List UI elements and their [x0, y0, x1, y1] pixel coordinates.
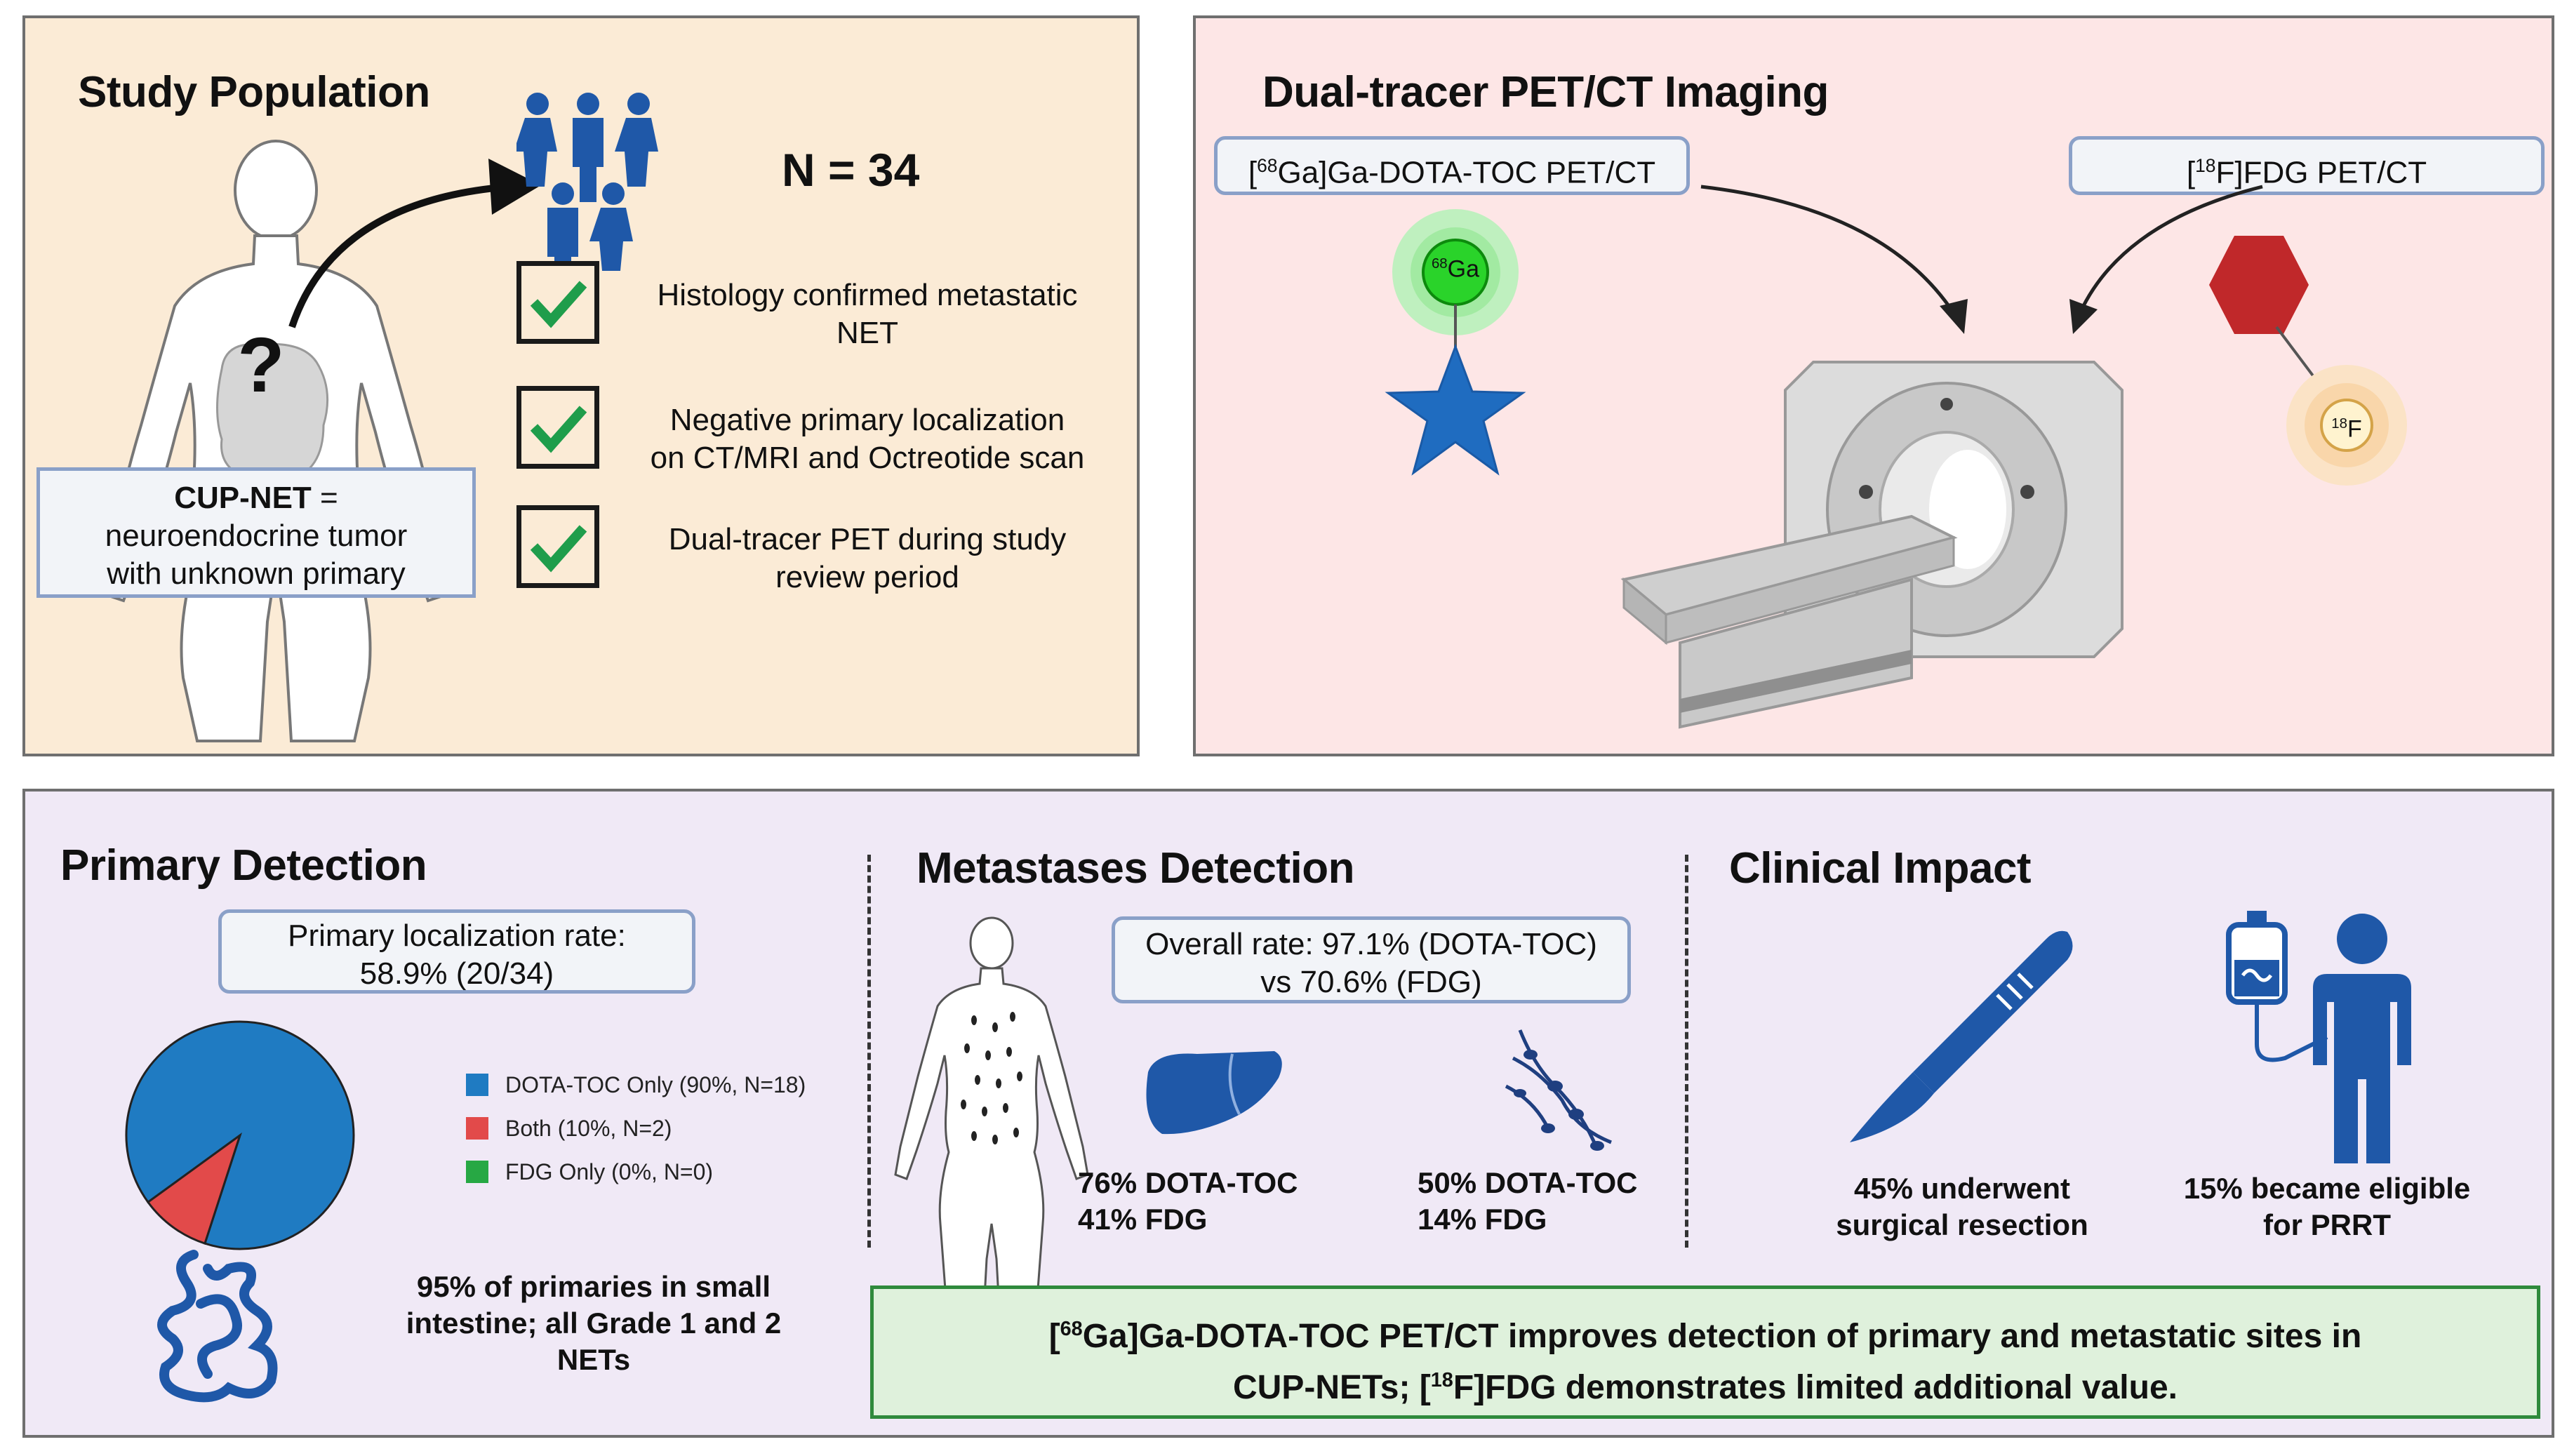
- ga-symbol: Ga: [1447, 255, 1480, 283]
- cupnet-definition-box: CUP-NET = neuroendocrine tumor with unkn…: [36, 467, 476, 598]
- tracer-fdg-label: F]FDG PET/CT: [2215, 155, 2427, 190]
- legend-label: Both (10%, N=2): [505, 1116, 672, 1141]
- intestine-note: 95% of primaries in small intestine; all…: [376, 1269, 811, 1378]
- imaging-title: Dual-tracer PET/CT Imaging: [1262, 68, 1829, 116]
- fdg-molecule-icon: [2209, 236, 2407, 486]
- conclusion-line1: [68Ga]Ga-DOTA-TOC PET/CT improves detect…: [874, 1307, 2537, 1358]
- lymph-nodes-icon: [1505, 1029, 1612, 1151]
- note-line: NETs: [556, 1343, 631, 1376]
- scalpel-icon: [1850, 930, 2073, 1142]
- bracket: [: [1248, 155, 1258, 190]
- criterion-line: Negative primary localization: [669, 403, 1065, 437]
- check-icon: [516, 386, 599, 469]
- tracer-ga-label: Ga]Ga-DOTA-TOC PET/CT: [1277, 155, 1656, 190]
- patient-group-icon: [516, 93, 658, 271]
- ga-dotatoc-molecule-icon: [1385, 209, 1526, 476]
- primary-detection-title: Primary Detection: [60, 841, 427, 890]
- isotope-mass: 68: [1431, 256, 1448, 272]
- prrt-stat: 15% became eligible for PRRT: [2166, 1170, 2488, 1243]
- isotope-mass: 18: [1430, 1369, 1453, 1391]
- study-population-panel: Study Population ? N = 34: [22, 15, 1140, 756]
- liver-dotatoc: 76% DOTA-TOC: [1078, 1166, 1298, 1199]
- clinical-impact-title: Clinical Impact: [1729, 844, 2032, 893]
- criterion-line: on CT/MRI and Octreotide scan: [650, 441, 1085, 475]
- isotope-mass: 18: [2331, 416, 2347, 432]
- criterion-negative-localization: Negative primary localization on CT/MRI …: [629, 401, 1106, 477]
- primary-rate-value: 58.9% (20/34): [359, 956, 554, 991]
- note-line: 95% of primaries in small: [416, 1270, 771, 1303]
- isotope-mass: 18: [2195, 155, 2216, 176]
- primary-rate-label: Primary localization rate:: [288, 919, 626, 953]
- liver-stats: 76% DOTA-TOC 41% FDG: [1078, 1165, 1345, 1238]
- imaging-panel: Dual-tracer PET/CT Imaging [68Ga]Ga-DOTA…: [1193, 15, 2554, 756]
- isotope-mass: 68: [1257, 155, 1278, 176]
- criterion-histology: Histology confirmed metastatic NET: [629, 276, 1106, 352]
- legend-swatch: [466, 1161, 488, 1183]
- liver-icon: [1146, 1051, 1282, 1135]
- surgery-stat: 45% underwent surgical resection: [1801, 1170, 2123, 1243]
- legend-label: FDG Only (0%, N=0): [505, 1159, 714, 1184]
- prrt-line: for PRRT: [2263, 1208, 2391, 1241]
- criterion-dual-tracer: Dual-tracer PET during study review peri…: [629, 521, 1106, 596]
- question-mark: ?: [237, 322, 285, 408]
- cupnet-term: CUP-NET: [174, 481, 312, 515]
- section-divider: [1685, 855, 1688, 1248]
- bracket: [: [1048, 1318, 1060, 1355]
- isotope-mass: 68: [1060, 1318, 1083, 1340]
- legend-label: DOTA-TOC Only (90%, N=18): [505, 1072, 806, 1097]
- conclusion-text: CUP-NETs; [: [1233, 1369, 1431, 1406]
- primary-detection-pie-chart: [125, 1020, 355, 1250]
- study-population-title: Study Population: [78, 68, 430, 116]
- pet-ct-scanner-icon: [1620, 361, 2123, 729]
- lymph-stats: 50% DOTA-TOC 14% FDG: [1418, 1165, 1684, 1238]
- metastases-rate-box: Overall rate: 97.1% (DOTA-TOC) vs 70.6% …: [1112, 916, 1631, 1003]
- cupnet-eq: =: [311, 481, 338, 515]
- small-intestine-icon: [157, 1250, 278, 1403]
- prrt-line: 15% became eligible: [2183, 1172, 2471, 1205]
- liver-fdg: 41% FDG: [1078, 1203, 1208, 1236]
- surgery-line: 45% underwent: [1853, 1172, 2071, 1205]
- note-line: intestine; all Grade 1 and 2: [406, 1307, 782, 1340]
- ga-badge-label: 68Ga: [1417, 250, 1494, 283]
- prrt-patient-iv-icon: [2226, 911, 2411, 1163]
- converging-arrows-icon: [1700, 185, 2263, 334]
- criterion-line: Dual-tracer PET during study: [668, 522, 1067, 556]
- cupnet-line2: neuroendocrine tumor: [105, 519, 408, 553]
- metastases-rate-line: vs 70.6% (FDG): [1260, 965, 1482, 999]
- criterion-line: Histology confirmed metastatic: [657, 278, 1078, 312]
- cupnet-line3: with unknown primary: [107, 556, 406, 591]
- legend-swatch: [466, 1117, 488, 1140]
- lymph-dotatoc: 50% DOTA-TOC: [1418, 1166, 1638, 1199]
- results-panel: Primary Detection Primary localization r…: [22, 789, 2554, 1438]
- primary-rate-box: Primary localization rate: 58.9% (20/34): [218, 909, 695, 994]
- conclusion-text: Ga]Ga-DOTA-TOC PET/CT improves detection…: [1082, 1318, 2362, 1355]
- lymph-fdg: 14% FDG: [1418, 1203, 1547, 1236]
- bracket: [: [2186, 155, 2196, 190]
- conclusion-text: F]FDG demonstrates limited additional va…: [1453, 1369, 2178, 1406]
- cupnet-line1: CUP-NET =: [40, 479, 472, 517]
- f-symbol: F: [2347, 415, 2362, 443]
- metastases-detection-title: Metastases Detection: [916, 844, 1355, 893]
- n-count: N = 34: [782, 144, 920, 196]
- section-divider: [867, 855, 871, 1248]
- legend-swatch: [466, 1074, 488, 1096]
- check-icon: [516, 261, 599, 344]
- criterion-line: review period: [775, 560, 959, 594]
- curved-arrow-icon: [288, 159, 541, 328]
- surgery-line: surgical resection: [1836, 1208, 2088, 1241]
- tracer-fdg-box: [18F]FDG PET/CT: [2069, 136, 2545, 195]
- check-icon: [516, 505, 599, 588]
- pie-slice: [146, 1133, 242, 1245]
- metastases-rate-line: Overall rate: 97.1% (DOTA-TOC): [1145, 927, 1597, 961]
- f-badge-label: 18F: [2312, 410, 2382, 443]
- tracer-ga-box: [68Ga]Ga-DOTA-TOC PET/CT: [1214, 136, 1690, 195]
- body-with-metastases-icon: [894, 916, 1089, 1337]
- criterion-line: NET: [836, 316, 898, 350]
- conclusion-box: [68Ga]Ga-DOTA-TOC PET/CT improves detect…: [870, 1285, 2540, 1419]
- conclusion-line2: CUP-NETs; [18F]FDG demonstrates limited …: [874, 1358, 2537, 1410]
